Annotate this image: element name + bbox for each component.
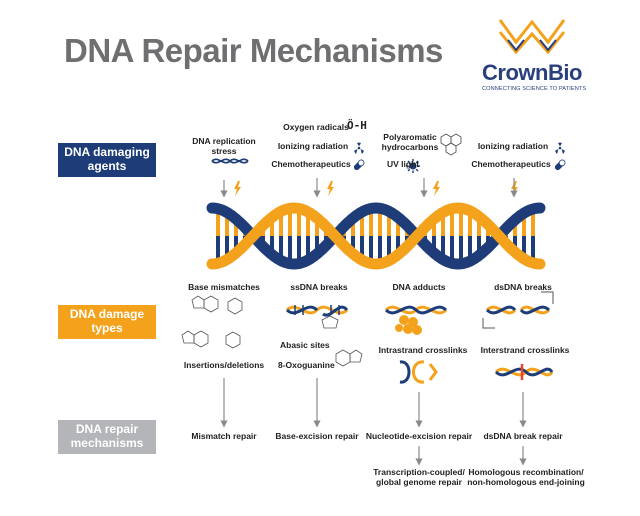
interstrand-crosslink-icon	[494, 364, 554, 380]
dna-strand	[206, 202, 546, 270]
row-label-damage-types: DNA damage types	[58, 305, 156, 339]
logo-tagline: CONNECTING SCIENCE TO PATIENTS	[482, 86, 587, 92]
damage-intrastrand-crosslinks: Intrastrand crosslinks	[378, 345, 468, 355]
nucleobase-structures	[181, 295, 363, 367]
radiation-icon	[354, 142, 364, 154]
sun-icon	[406, 159, 420, 173]
agent-ionizing-radiation-2: Ionizing radiation	[477, 141, 549, 151]
agent-chemotherapeutics: Chemotherapeutics	[271, 159, 351, 169]
damage-8-oxoguanine: 8-Oxoguanine	[278, 360, 335, 370]
repair-mismatch: Mismatch repair	[191, 431, 257, 441]
dna-strand	[206, 202, 546, 270]
radiation-icon-2	[555, 142, 565, 154]
hydroxyl-radical-symbol: Ö-H	[347, 119, 367, 132]
dna-adduct-icon	[384, 305, 448, 335]
crown-icon	[498, 19, 566, 55]
intrastrand-crosslink-icon	[399, 360, 438, 384]
damage-base-mismatches: Base mismatches	[188, 282, 260, 292]
agent-uv-light: UV light	[387, 159, 420, 169]
damage-abasic-sites: Abasic sites	[280, 340, 330, 350]
agent-polyaromatic-hydrocarbons: Polyaromatic hydrocarbons	[381, 132, 439, 152]
lightning-icon-3	[433, 181, 440, 196]
repair-ner-subtypes: Transcription-coupled/ global genome rep…	[373, 467, 465, 487]
agent-chemotherapeutics-2: Chemotherapeutics	[471, 159, 551, 169]
damage-dsdna-breaks: dsDNA breaks	[494, 282, 552, 292]
agent-ionizing-radiation: Ionizing radiation	[277, 141, 349, 151]
dsdna-break-icon	[482, 291, 554, 329]
repair-ds-subtypes: Homologous recombination/ non-homologous…	[467, 467, 585, 487]
ssdna-break-icon	[285, 305, 349, 317]
damage-insertions-deletions: Insertions/deletions	[183, 360, 265, 370]
agent-arrows	[220, 178, 518, 198]
dna-icon	[211, 158, 249, 164]
pill-icon-2	[554, 159, 566, 171]
damage-interstrand-crosslinks: Interstrand crosslinks	[480, 345, 570, 355]
hexagon-molecule-icon	[440, 133, 462, 156]
dna-double-helix	[206, 202, 546, 270]
row-label-repair-mechanisms: DNA repair mechanisms	[58, 420, 156, 454]
repair-base-excision: Base-excision repair	[275, 431, 359, 441]
page-title: DNA Repair Mechanisms	[64, 32, 443, 69]
agent-oxygen-radicals: Oxygen radicals	[283, 122, 349, 132]
damage-ssdna-breaks: ssDNA breaks	[290, 282, 348, 292]
crownbio-logo: CrownBio CONNECTING SCIENCE TO PATIENTS	[478, 14, 608, 94]
damage-dna-adducts: DNA adducts	[392, 282, 446, 292]
lightning-icon-2	[327, 181, 334, 196]
agent-replication-stress: DNA replication stress	[192, 136, 256, 156]
lightning-icon	[234, 181, 241, 196]
pill-icon	[353, 159, 365, 171]
repair-nucleotide-excision: Nucleotide-excision repair	[365, 431, 473, 441]
repair-arrows	[220, 378, 527, 466]
logo-name: CrownBio	[482, 60, 582, 85]
row-label-agents: DNA damaging agents	[58, 143, 156, 177]
repair-dsdna-break: dsDNA break repair	[483, 431, 563, 441]
